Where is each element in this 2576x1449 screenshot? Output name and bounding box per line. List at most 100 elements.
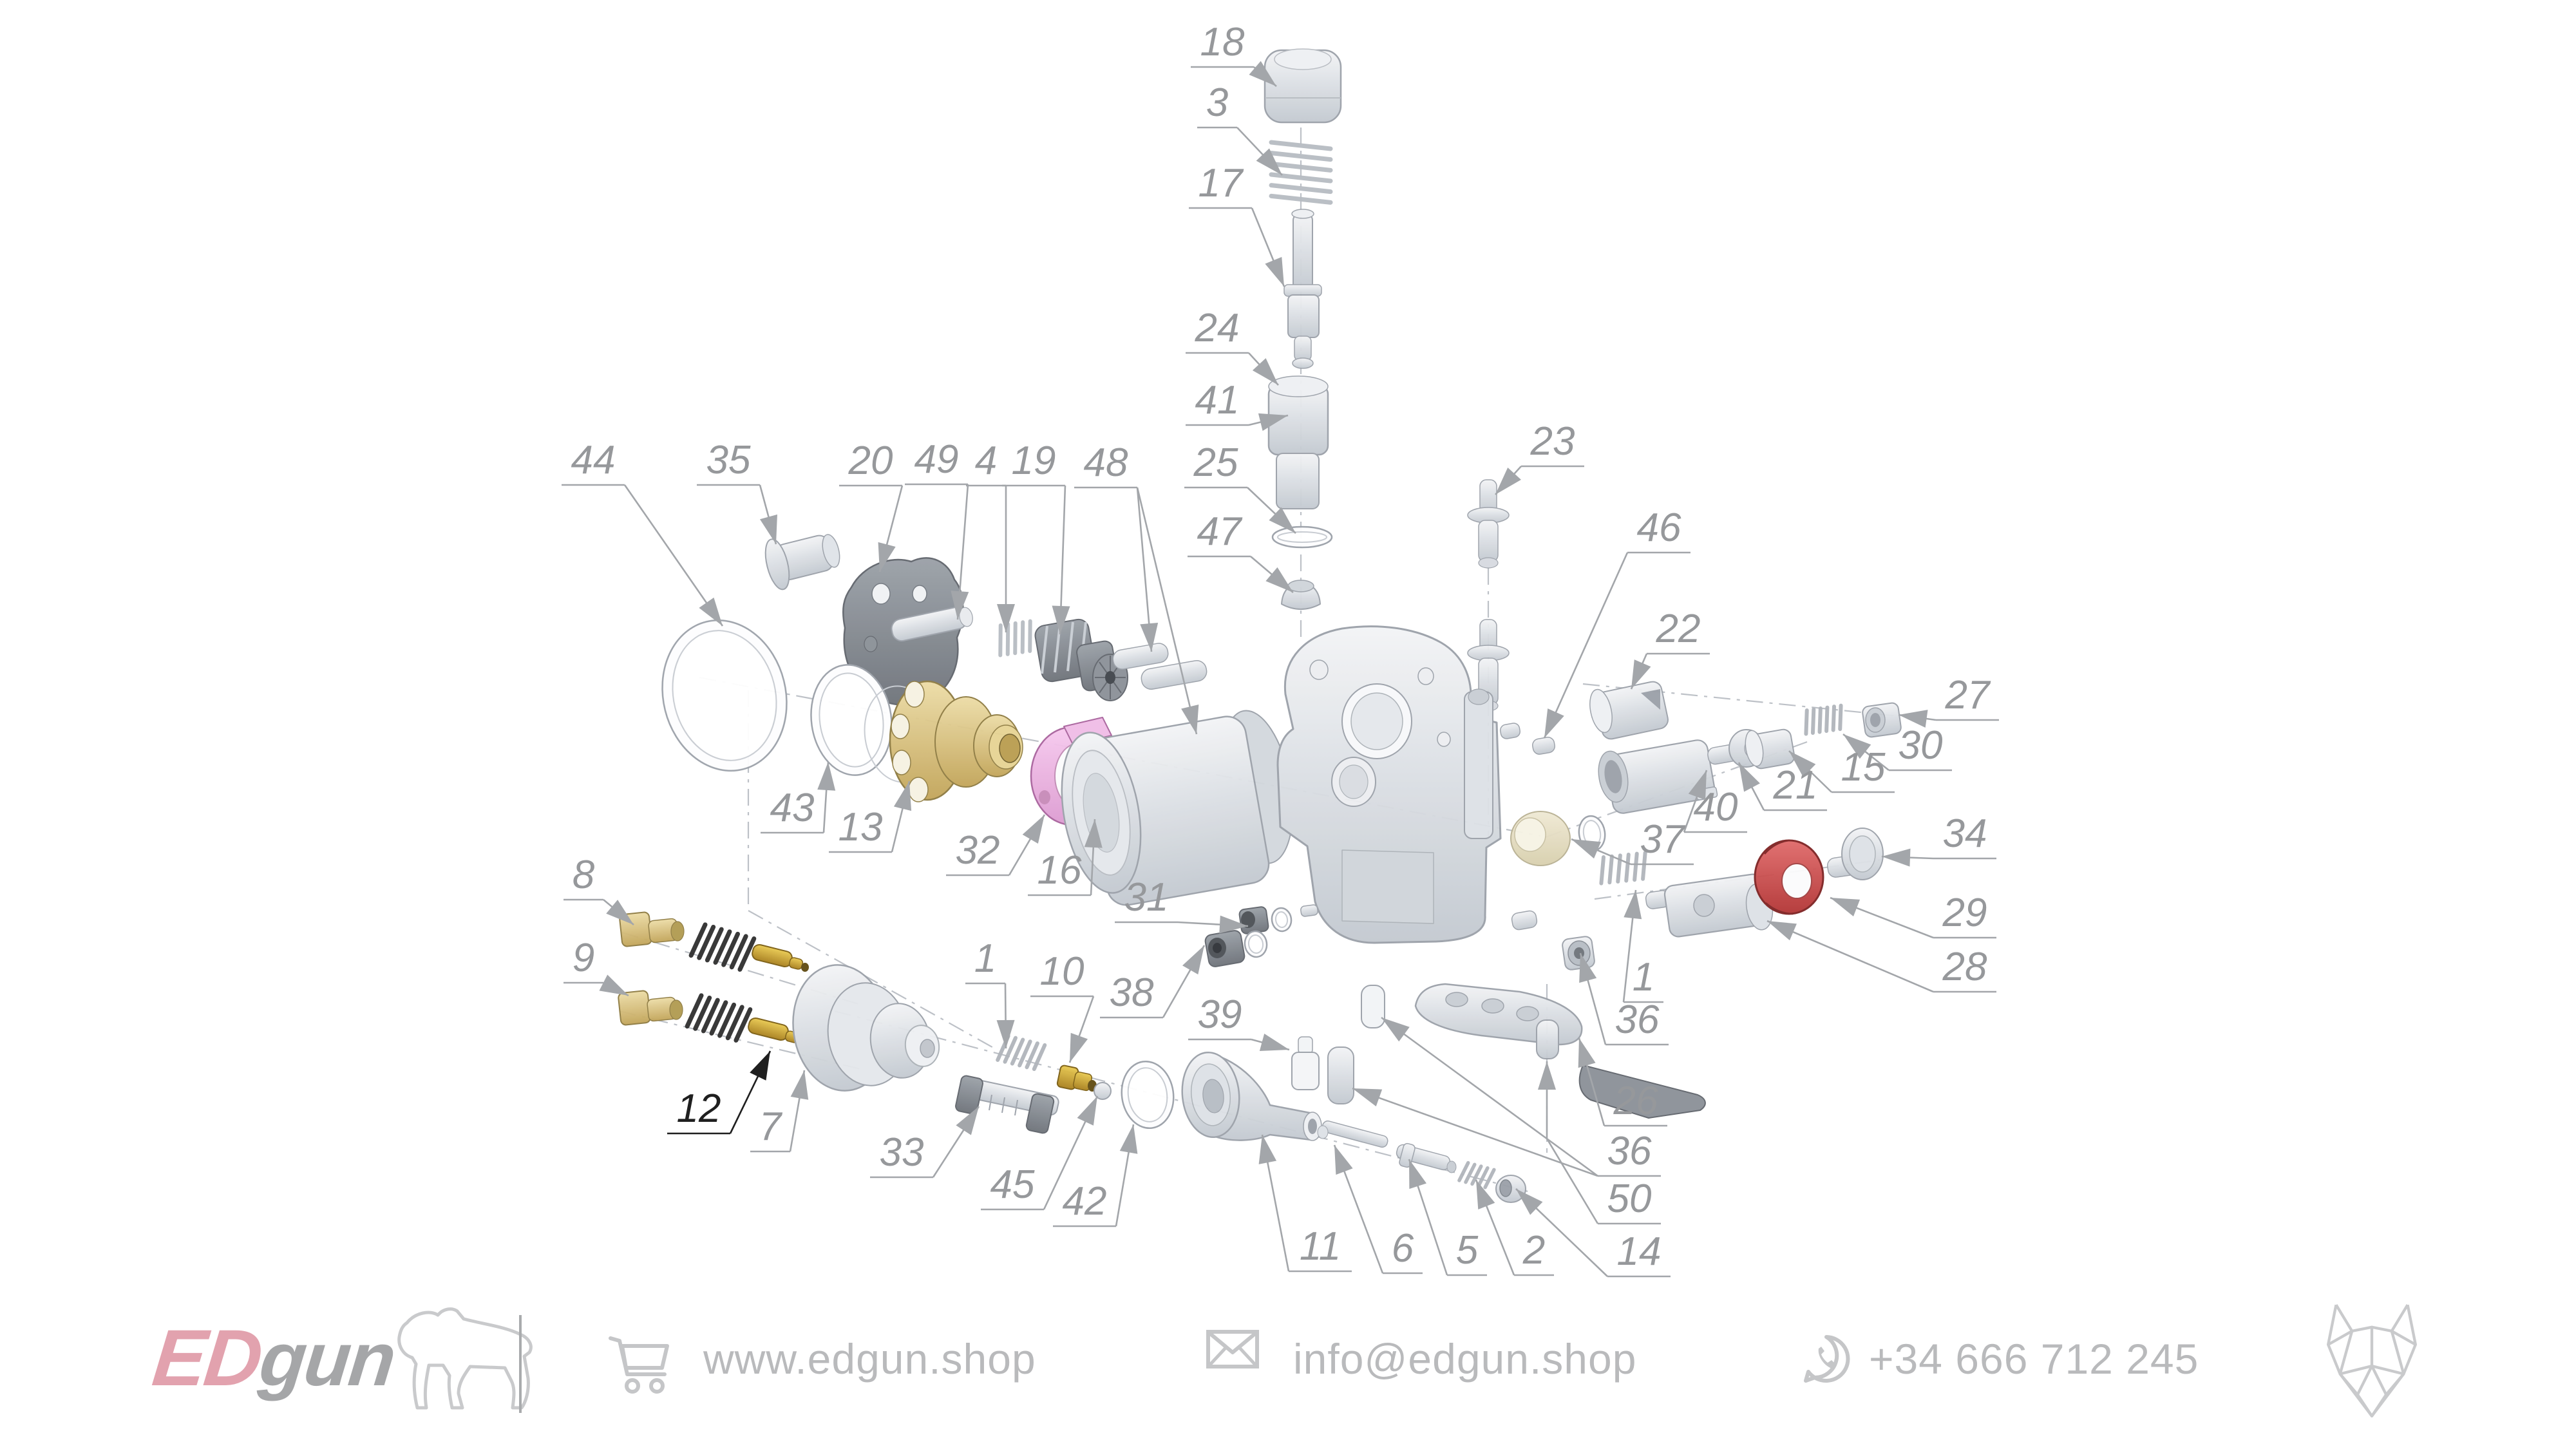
svg-text:23: 23 [1530,419,1575,464]
part-label-49: 49 [905,437,969,620]
svg-text:2: 2 [1522,1228,1545,1273]
part-label-22: 22 [1630,607,1710,690]
svg-text:19: 19 [1012,439,1056,483]
svg-text:3: 3 [1206,80,1228,125]
part-shape-40 [1598,739,1718,814]
svg-text:21: 21 [1773,763,1818,808]
part-shape-12b [685,993,805,1045]
part-shape-14 [1495,1175,1526,1203]
part-shape-12a [688,922,809,972]
part-label-31: 31 [1115,875,1249,934]
brand-ed: ED [148,1314,265,1403]
phone-link[interactable]: +34 666 712 245 [1869,1335,2199,1383]
svg-text:36: 36 [1615,998,1660,1042]
svg-text:49: 49 [914,437,959,482]
envelope-icon [1206,1330,1259,1368]
part-shape-1r [1599,851,1647,886]
part-shape-9 [618,990,683,1026]
svg-text:18: 18 [1200,20,1245,64]
svg-text:14: 14 [1617,1229,1662,1274]
part-label-6: 6 [1333,1144,1423,1274]
part-label-44: 44 [562,438,724,627]
part-label-40: 40 [1683,770,1747,833]
part-shape-4 [998,619,1032,658]
part-shape-49 [891,606,973,642]
part-label-45: 45 [981,1095,1099,1211]
part-shape-17 [1283,209,1322,369]
part-shape-44 [661,619,788,772]
part-shape-39 [1291,1036,1320,1090]
part-label-26: 26 [1578,1037,1667,1127]
part-label-46: 46 [1543,506,1690,739]
part-shape-13 [889,680,1023,802]
part-label-10: 10 [1030,949,1095,1063]
part-label-3: 3 [1197,80,1283,176]
part-shape-small-pins [1499,723,1555,931]
part-shape-15 [1745,728,1795,770]
svg-text:31: 31 [1124,875,1169,920]
part-label-18: 18 [1191,20,1277,87]
dog-icon [397,1307,533,1410]
part-shape-27 [1862,702,1902,738]
part-shape-16 [1061,710,1294,906]
part-shape-50 [1536,1019,1559,1059]
svg-text:9: 9 [573,936,594,980]
part-label-1: 1 [1622,889,1663,1003]
part-shape-35 [764,534,840,591]
part-label-11: 11 [1258,1134,1352,1273]
svg-text:27: 27 [1945,673,1991,717]
svg-text:16: 16 [1037,848,1082,893]
svg-text:28: 28 [1942,945,1987,989]
part-label-41: 41 [1186,378,1289,431]
svg-text:22: 22 [1656,607,1701,651]
website-link[interactable]: www.edgun.shop [703,1335,1036,1383]
part-label-28: 28 [1766,920,1996,993]
part-shape-6 [1317,1120,1388,1148]
part-label-13: 13 [829,781,912,853]
svg-text:1: 1 [974,936,996,981]
part-shape-25 [1271,526,1333,549]
svg-text:1: 1 [1633,955,1654,999]
part-label-19: 19 [1002,439,1070,635]
svg-text:30: 30 [1899,723,1943,768]
part-label-42: 42 [1053,1124,1138,1227]
parts-artwork [618,48,1902,1203]
part-label-32: 32 [946,814,1046,876]
part-label-48: 48 [1074,440,1199,735]
part-shape-10 [1056,1065,1097,1092]
part-shape-36l-pins [1327,985,1385,1104]
part-label-21: 21 [1738,762,1827,811]
svg-text:36: 36 [1607,1129,1652,1173]
part-shape-22 [1589,681,1669,740]
part-shape-30 [1804,703,1843,736]
svg-text:15: 15 [1841,745,1886,790]
svg-text:29: 29 [1942,891,1987,935]
part-label-17: 17 [1189,161,1285,287]
part-label-16: 16 [1028,819,1103,896]
part-label-33: 33 [870,1106,980,1179]
part-label-4: 4 [966,439,1015,632]
whatsapp-icon [1804,1335,1850,1383]
svg-text:5: 5 [1456,1228,1479,1273]
part-label-47: 47 [1188,509,1294,593]
part-shape-29 [1754,839,1824,915]
part-label-38: 38 [1100,945,1206,1019]
svg-text:46: 46 [1637,506,1681,550]
svg-text:32: 32 [956,828,1000,873]
email-link[interactable]: info@edgun.shop [1293,1335,1637,1383]
svg-text:20: 20 [848,439,893,483]
part-label-7: 7 [750,1070,809,1153]
svg-text:42: 42 [1063,1179,1107,1224]
part-shape-37 [1510,811,1606,866]
svg-text:44: 44 [571,438,616,482]
svg-text:6: 6 [1392,1226,1414,1271]
part-label-23: 23 [1495,419,1584,495]
svg-text:47: 47 [1197,509,1243,554]
part-shape-8 [619,911,685,947]
part-label-2: 2 [1475,1179,1554,1276]
part-shape-26b [1578,1065,1706,1119]
part-shape-2 [1457,1160,1496,1189]
svg-text:7: 7 [759,1104,783,1149]
svg-text:48: 48 [1084,440,1128,485]
